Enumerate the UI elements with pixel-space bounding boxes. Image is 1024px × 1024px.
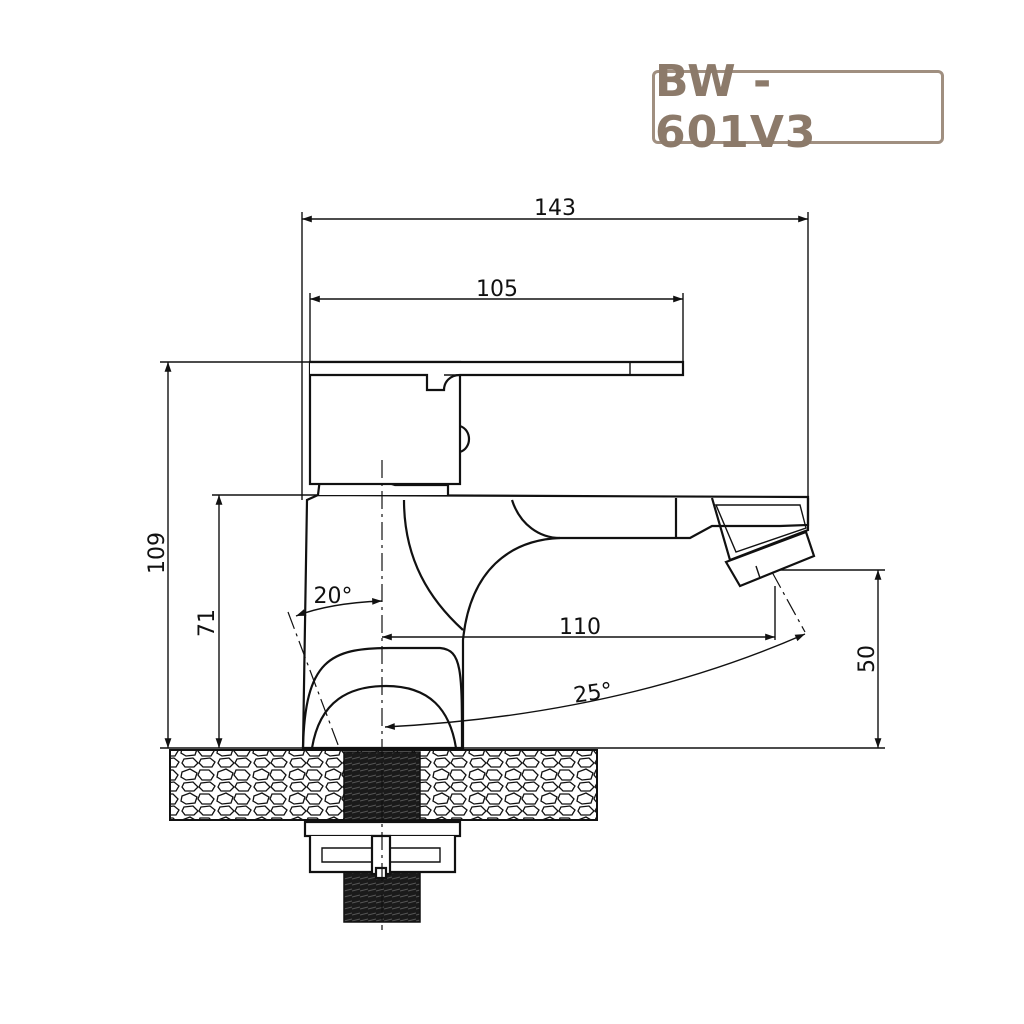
- model-code: BW - 601V3: [655, 56, 817, 158]
- lever-angle-line: [287, 611, 341, 751]
- dim-outlet-height: 50: [855, 645, 880, 673]
- swivel-angle-line: [771, 571, 806, 633]
- lever-handle: [308, 360, 685, 496]
- extension-lines: [160, 212, 885, 749]
- dim-spout-height: 71: [195, 609, 220, 637]
- dim-lever-length: 105: [476, 277, 518, 302]
- dim-swivel-angle: 25°: [572, 678, 614, 708]
- dim-spout-reach: 110: [559, 615, 601, 640]
- dimension-lines: [164, 215, 882, 748]
- dim-total-height: 109: [145, 532, 170, 574]
- model-badge: BW - 601V3: [652, 56, 944, 158]
- mounting-bracket: [303, 820, 462, 880]
- dim-lever-angle: 20°: [314, 584, 353, 609]
- dim-overall-width: 143: [534, 196, 576, 221]
